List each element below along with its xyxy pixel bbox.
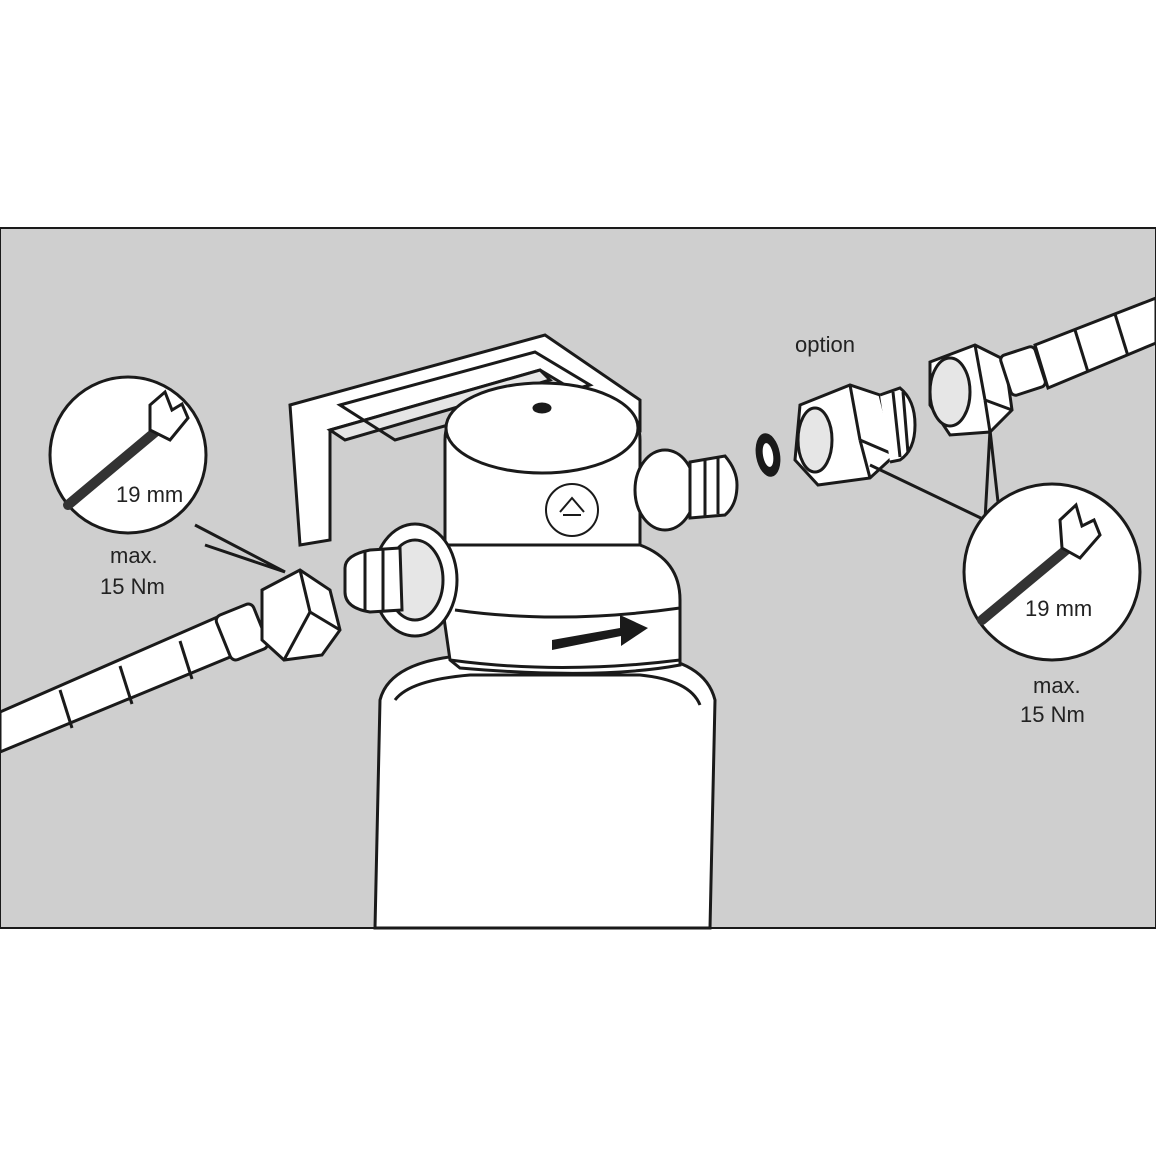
left-wrench-callout: 19 mm	[48, 375, 286, 574]
filter-head	[443, 381, 642, 547]
right-torque-line1: max.	[1033, 673, 1081, 698]
right-torque-line2: 15 Nm	[1020, 702, 1085, 727]
right-wrench-size-label: 19 mm	[1025, 596, 1092, 621]
option-label: option	[795, 332, 855, 357]
adapter-fitting	[793, 383, 917, 487]
left-wrench-icon	[63, 389, 190, 510]
right-hose	[1033, 296, 1156, 391]
left-inlet-port	[343, 522, 459, 638]
right-wrench-callout: 19 mm	[869, 429, 1142, 662]
left-torque-line1: max.	[110, 543, 158, 568]
filter-collar	[438, 543, 682, 675]
filter-cartridge	[373, 653, 717, 930]
left-wrench-size-label: 19 mm	[116, 482, 183, 507]
rotation-arrow-icon	[552, 615, 648, 650]
certification-mark-icon	[545, 483, 599, 537]
right-hose-nut	[928, 343, 1047, 437]
left-torque-line2: 15 Nm	[100, 574, 165, 599]
gasket-washer	[755, 433, 781, 477]
left-hose-nut	[214, 568, 342, 662]
right-outlet-port	[633, 448, 739, 532]
right-wrench-icon	[977, 502, 1102, 625]
